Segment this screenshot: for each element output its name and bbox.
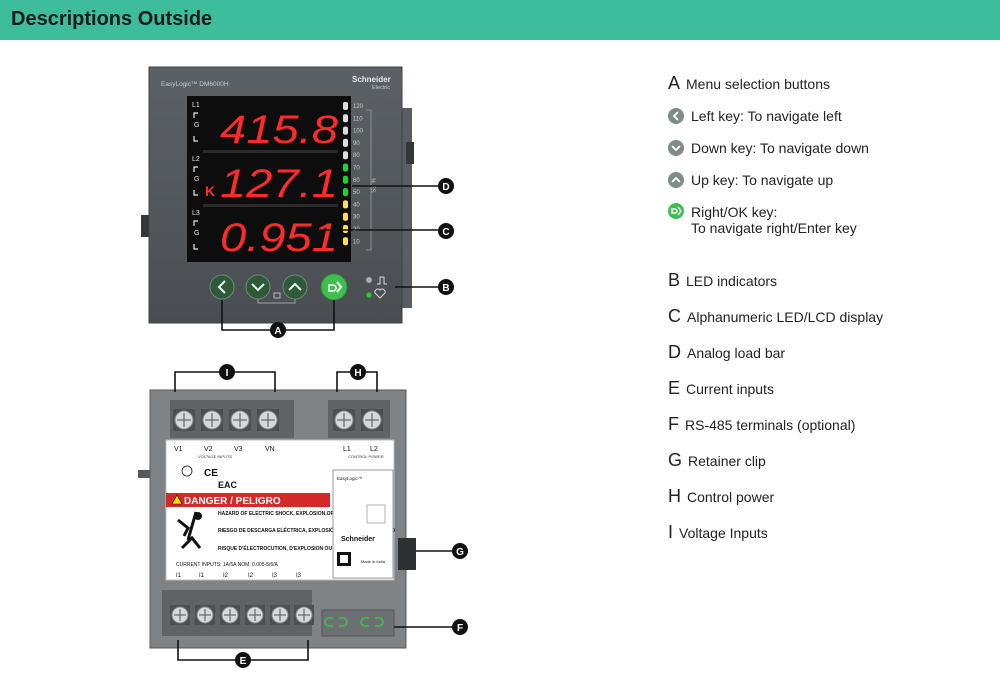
legend-text: Alphanumeric LED/LCD display <box>687 309 883 325</box>
shock-hazard-head <box>194 512 202 520</box>
current-term-label: I2 <box>223 573 229 579</box>
svg-text:V2: V2 <box>204 446 213 453</box>
up-key-icon <box>668 172 684 188</box>
svg-text:L1: L1 <box>343 446 351 453</box>
legend-i: I Voltage Inputs <box>668 522 768 543</box>
svg-text:E: E <box>240 656 247 667</box>
svg-text:VN: VN <box>265 446 275 453</box>
legend-down-key: Down key: To navigate down <box>691 140 869 156</box>
legend-ok-key: Right/OK key: <box>691 204 777 220</box>
callout-h: H <box>350 364 366 380</box>
legend-g: G Retainer clip <box>668 450 766 471</box>
legend-letter: A <box>668 73 680 93</box>
sticker-model: EasyLogic™ <box>337 476 362 481</box>
legend-h: H Control power <box>668 486 774 507</box>
legend-text: Analog load bar <box>687 345 785 361</box>
legend-letter: B <box>668 270 680 290</box>
ce-mark: CE <box>204 468 218 479</box>
current-term-label: I1 <box>199 573 205 579</box>
legend-letter: F <box>668 414 679 434</box>
legend-letter: I <box>668 522 673 542</box>
svg-text:V1: V1 <box>174 446 183 453</box>
down-key-icon <box>668 140 684 156</box>
danger-text: DANGER / PELIGRO <box>184 496 281 507</box>
top-screws <box>173 409 383 431</box>
legend-letter: H <box>668 486 681 506</box>
rear-clip-g <box>398 538 416 570</box>
current-term-label: I3 <box>296 573 302 579</box>
legend-text: Retainer clip <box>688 453 766 469</box>
svg-text:V3: V3 <box>234 446 243 453</box>
svg-text:L2: L2 <box>370 446 378 453</box>
made-in: Made in India <box>361 559 386 564</box>
legend-text: RS-485 terminals (optional) <box>685 417 855 433</box>
legend-ok-key-2: To navigate right/Enter key <box>691 220 857 236</box>
svg-text:I: I <box>226 368 229 379</box>
ehc-mark: EAC <box>218 480 238 490</box>
legend-text: Current inputs <box>686 381 774 397</box>
current-caption: CURRENT INPUTS: 1A/5A NOM. 0.005-5/6/A <box>176 562 279 568</box>
legend-letter: C <box>668 306 681 326</box>
legend-text: Control power <box>687 489 774 505</box>
legend-a: A Menu selection buttons <box>668 73 830 94</box>
legend-letter: E <box>668 378 680 398</box>
legend-text: Voltage Inputs <box>679 525 768 541</box>
qr-code-inner <box>340 555 348 563</box>
legend-d: D Analog load bar <box>668 342 785 363</box>
legend-c: C Alphanumeric LED/LCD display <box>668 306 883 327</box>
svg-text:G: G <box>456 547 464 558</box>
svg-text:F: F <box>457 623 463 634</box>
current-term-label: I2 <box>248 573 254 579</box>
callout-f: F <box>452 619 468 635</box>
rear-side-rib <box>138 470 150 478</box>
legend-text: LED indicators <box>686 273 777 289</box>
legend-e: E Current inputs <box>668 378 774 399</box>
ok-key-icon <box>668 203 684 219</box>
voltage-caption: VOLTAGE INPUTS <box>198 454 232 459</box>
legend-b: B LED indicators <box>668 270 777 291</box>
callout-e: E <box>235 652 251 668</box>
svg-text:H: H <box>354 368 361 379</box>
legend-f: F RS-485 terminals (optional) <box>668 414 855 435</box>
legend-letter: D <box>668 342 681 362</box>
sticker-brand: Schneider <box>341 536 375 543</box>
current-term-label: I3 <box>272 573 278 579</box>
current-term-label: I1 <box>176 573 182 579</box>
legend-left-key: Left key: To navigate left <box>691 108 842 124</box>
legend-letter: G <box>668 450 682 470</box>
legend-up-key: Up key: To navigate up <box>691 172 833 188</box>
legend-text: Menu selection buttons <box>686 76 830 92</box>
left-key-icon <box>668 108 684 124</box>
callout-i: I <box>219 364 235 380</box>
callout-g: G <box>452 543 468 559</box>
power-caption: CONTROL POWER <box>348 454 384 459</box>
